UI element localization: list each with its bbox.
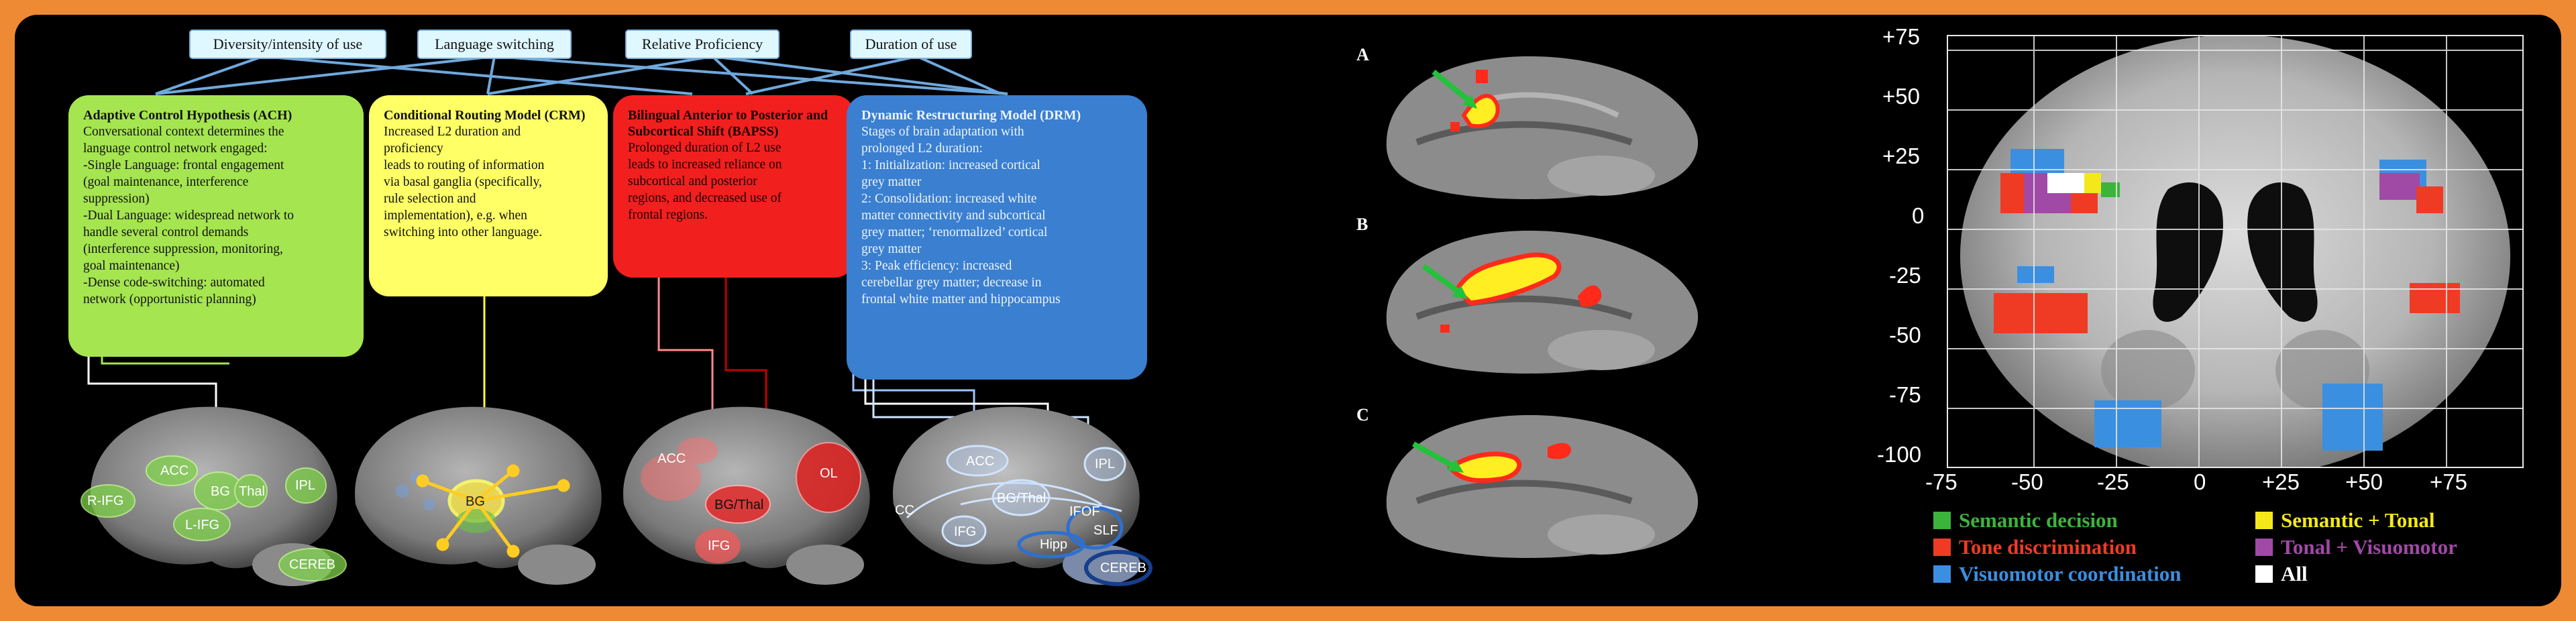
- ach-title: Adaptive Control Hypothesis (ACH): [83, 108, 292, 123]
- y-tick-5: -50: [1889, 323, 1921, 347]
- ach-region-3: Thal: [239, 484, 265, 499]
- y-tick-6: -75: [1889, 382, 1921, 407]
- label-proficiency: Relative Proficiency: [625, 30, 780, 59]
- legend-swatch: [2255, 512, 2273, 529]
- y-tick-7: -100: [1877, 442, 1922, 467]
- legend-item-semantic-tonal: Semantic + Tonal: [2255, 508, 2435, 532]
- drm-body: Stages of brain adaptation with prolonge…: [861, 125, 1061, 306]
- bapss-region-2: OL: [820, 466, 838, 481]
- legend-item-all: All: [2255, 562, 2308, 586]
- y-tick-2: +25: [1882, 144, 1920, 168]
- y-tick-4: -25: [1889, 263, 1921, 288]
- panel-label-a: A: [1356, 45, 1369, 64]
- x-tick-4: +25: [2262, 469, 2300, 494]
- drm-region-7: SLF: [1093, 523, 1118, 538]
- x-tick-1: -50: [2011, 469, 2043, 494]
- panel-label-c: C: [1356, 405, 1369, 425]
- ach-body: Conversational context determines the la…: [83, 125, 294, 306]
- drm-region-0: ACC: [966, 454, 994, 469]
- drm-brain-image: ACC IPL CC BG/Thal IFOF IFG Hipp SLF CER…: [893, 406, 1152, 586]
- legend-swatch: [2255, 565, 2273, 583]
- sagittal-brain-a: [1377, 42, 1705, 209]
- y-tick-0: +75: [1882, 24, 1920, 49]
- ach-brain-image: R-IFG ACC BG Thal L-IFG IPL CEREB: [80, 406, 347, 586]
- y-tick-1: +50: [1882, 84, 1920, 109]
- crm-region-0: BG: [466, 494, 485, 509]
- crm-brain-image: BG: [355, 406, 602, 585]
- bapss-region-1: BG/Thal: [714, 498, 763, 512]
- x-tick-5: +50: [2345, 469, 2383, 494]
- drm-box: Dynamic Restructuring Model (DRM) Stages…: [847, 95, 1147, 380]
- ach-region-1: ACC: [160, 463, 189, 478]
- legend-label: Tone discrimination: [1959, 535, 2137, 559]
- drm-region-3: BG/Thal: [997, 491, 1046, 506]
- sagittal-brain-b: [1377, 216, 1705, 384]
- label-duration: Duration of use: [850, 30, 972, 59]
- legend-swatch: [2255, 539, 2273, 556]
- drm-region-4: IFOF: [1069, 504, 1100, 519]
- legend-swatch: [1933, 565, 1951, 583]
- bapss-title: Bilingual Anterior to Posterior and Subc…: [628, 108, 828, 139]
- ach-region-4: L-IFG: [185, 518, 219, 532]
- legend-swatch: [1933, 512, 1951, 529]
- legend-swatch: [1933, 539, 1951, 556]
- legend-item-semantic: Semantic decision: [1933, 508, 2118, 532]
- drm-region-6: Hipp: [1040, 537, 1067, 552]
- x-tick-0: -75: [1925, 469, 1957, 494]
- crm-body: Increased L2 duration and proficiency le…: [384, 125, 545, 239]
- legend-item-tone: Tone discrimination: [1933, 535, 2137, 559]
- x-tick-2: -25: [2097, 469, 2129, 494]
- legend-label: Semantic + Tonal: [2281, 508, 2435, 532]
- ach-box: Adaptive Control Hypothesis (ACH) Conver…: [68, 95, 364, 357]
- bapss-region-0: ACC: [657, 451, 686, 466]
- bapss-box: Bilingual Anterior to Posterior and Subc…: [613, 95, 855, 278]
- legend-item-tonal-visuomotor: Tonal + Visuomotor: [2255, 535, 2457, 559]
- legend-item-visuomotor: Visuomotor coordination: [1933, 562, 2182, 586]
- sagittal-brain-c: [1377, 400, 1705, 568]
- figure-frame: Diversity/intensity of use Language swit…: [15, 15, 2561, 606]
- coronal-brain-image: [1947, 35, 2524, 468]
- drm-region-8: CEREB: [1100, 561, 1146, 575]
- y-tick-3: 0: [1912, 203, 1925, 228]
- crm-box: Conditional Routing Model (CRM) Increase…: [369, 95, 608, 296]
- legend-label: Semantic decision: [1959, 508, 2118, 532]
- label-diversity: Diversity/intensity of use: [189, 30, 386, 59]
- x-tick-3: 0: [2194, 469, 2206, 494]
- panel-label-b: B: [1356, 215, 1368, 234]
- drm-region-5: IFG: [954, 524, 976, 539]
- crm-title: Conditional Routing Model (CRM): [384, 108, 586, 123]
- bapss-region-3: IFG: [708, 539, 730, 553]
- label-switching: Language switching: [417, 30, 572, 59]
- legend-label: Visuomotor coordination: [1959, 562, 2182, 585]
- drm-region-1: IPL: [1095, 457, 1115, 471]
- ach-region-5: IPL: [295, 478, 315, 493]
- x-tick-6: +75: [2430, 469, 2467, 494]
- bapss-body: Prolonged duration of L2 use leads to in…: [628, 141, 782, 222]
- bapss-brain-image: ACC BG/Thal OL IFG: [623, 406, 870, 585]
- ach-region-6: CEREB: [289, 557, 335, 572]
- legend-label: All: [2281, 562, 2308, 585]
- legend-label: Tonal + Visuomotor: [2281, 535, 2457, 559]
- drm-title: Dynamic Restructuring Model (DRM): [861, 108, 1081, 123]
- drm-region-2: CC: [895, 503, 914, 518]
- ach-region-2: BG: [211, 484, 230, 499]
- ach-region-0: R-IFG: [87, 494, 123, 508]
